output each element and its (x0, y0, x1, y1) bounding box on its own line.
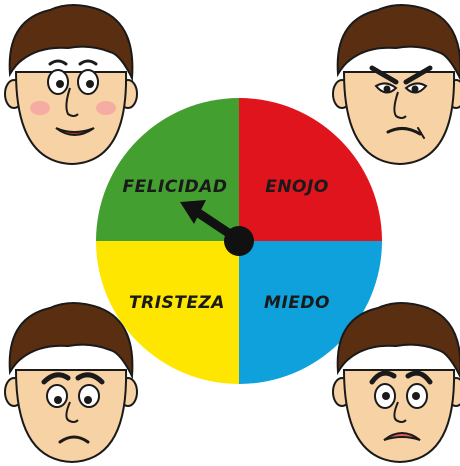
wheel-segment-tristeza[interactable] (96, 241, 239, 384)
sad-face (4, 302, 138, 464)
scared-face (332, 302, 460, 464)
wheel-segment-enojo[interactable] (239, 98, 382, 241)
happy-face (4, 4, 138, 166)
label-tristeza: TRISTEZA (129, 293, 225, 313)
label-miedo: MIEDO (264, 293, 330, 313)
emotion-wheel[interactable]: FELICIDAD ENOJO TRISTEZA MIEDO (96, 98, 382, 384)
spinner-pointer[interactable] (180, 200, 254, 256)
angry-face (332, 4, 460, 166)
wheel-segment-miedo[interactable] (239, 241, 382, 384)
spinner-hub[interactable] (224, 226, 254, 256)
label-felicidad: FELICIDAD (122, 177, 227, 197)
label-enojo: ENOJO (265, 177, 329, 197)
